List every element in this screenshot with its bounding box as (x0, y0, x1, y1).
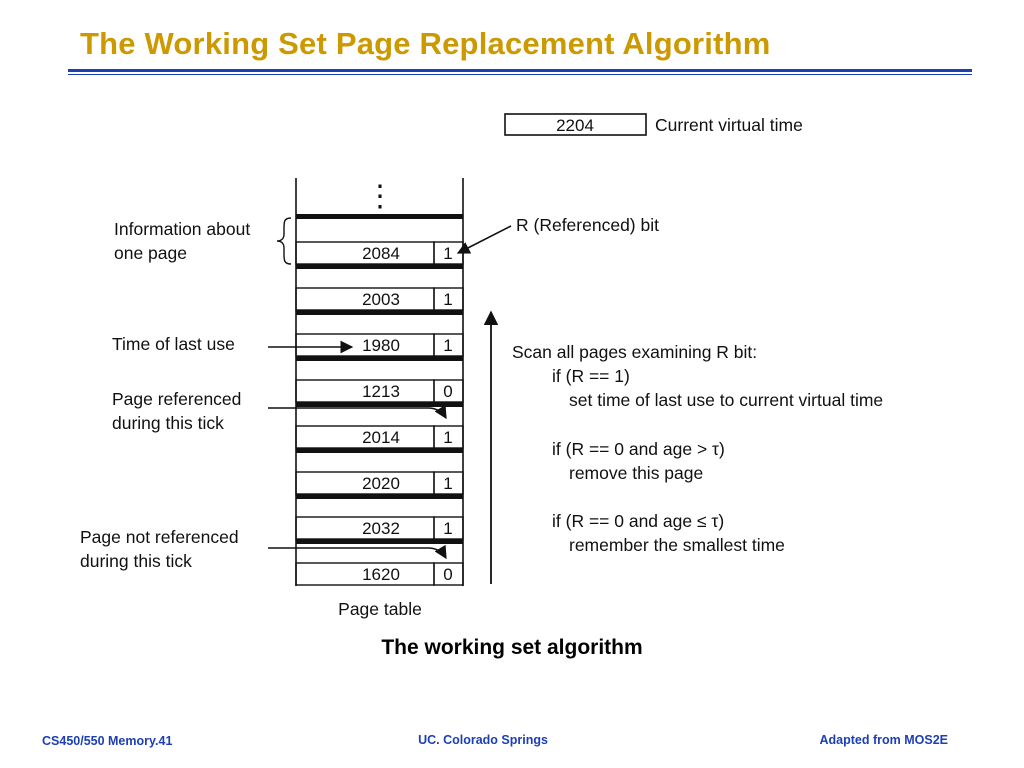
page-table-label: Page table (338, 599, 422, 619)
row-separator (296, 539, 463, 544)
row-r-value: 1 (443, 290, 452, 309)
row-separator (296, 494, 463, 499)
figure-caption: The working set algorithm (381, 636, 643, 659)
info-label-line1: Information about (114, 219, 250, 239)
slide-title: The Working Set Page Replacement Algorit… (80, 26, 771, 61)
scan-heading: Scan all pages examining R bit: (512, 342, 757, 362)
footer-source: Adapted from MOS2E (819, 733, 949, 747)
table-row: 1620 0 (295, 539, 464, 586)
row-time-value: 2014 (362, 428, 400, 447)
page-table-ellipsis: ⋮ (365, 180, 395, 213)
row-r-value: 1 (443, 519, 452, 538)
title-divider (68, 69, 972, 72)
row-r-cell (433, 562, 464, 586)
row-time-value: 2003 (362, 290, 400, 309)
current-time-value: 2204 (556, 116, 594, 135)
scan-action-2: remove this page (569, 463, 703, 483)
table-row: 2020 1 (295, 448, 464, 495)
page-table-rows: 2084 1 2003 1 1980 1 1213 0 (295, 214, 464, 586)
table-row: 1213 0 (295, 356, 464, 403)
page-referenced-label-line2: during this tick (112, 413, 224, 433)
brace-icon (276, 217, 292, 265)
row-separator (296, 310, 463, 315)
row-r-value: 1 (443, 336, 452, 355)
table-row: 2084 1 (295, 214, 464, 265)
scan-condition-3: if (R == 0 and age ≤ τ) (552, 511, 724, 531)
info-label-line2: one page (114, 243, 187, 263)
table-row: 2014 1 (295, 402, 464, 449)
table-row: 2032 1 (295, 494, 464, 540)
row-separator (296, 264, 463, 269)
row-time-value: 2020 (362, 474, 400, 493)
row-r-value: 0 (443, 565, 452, 584)
scan-action-3: remember the smallest time (569, 535, 785, 555)
current-time-box (504, 113, 647, 136)
row-time-value: 1620 (362, 565, 400, 584)
row-r-value: 0 (443, 382, 452, 401)
row-time-value: 2084 (362, 244, 400, 263)
row-time-value: 1213 (362, 382, 400, 401)
scan-action-1: set time of last use to current virtual … (569, 390, 883, 410)
page-referenced-label-line1: Page referenced (112, 389, 241, 409)
row-r-value: 1 (443, 428, 452, 447)
row-time-value: 1980 (362, 336, 400, 355)
page-not-referenced-arrow (268, 544, 447, 560)
row-separator (296, 448, 463, 453)
footer-course: CS450/550 Memory.41 (42, 734, 173, 748)
scan-condition-1: if (R == 1) (552, 366, 630, 386)
row-time-value: 2032 (362, 519, 400, 538)
table-row: 1980 1 (295, 310, 464, 357)
page-not-referenced-label-line2: during this tick (80, 551, 192, 571)
table-row: 2003 1 (295, 264, 464, 311)
page-not-referenced-label-line1: Page not referenced (80, 527, 239, 547)
row-separator (296, 356, 463, 361)
row-r-value: 1 (443, 244, 452, 263)
row-separator (296, 402, 463, 407)
r-bit-label: R (Referenced) bit (516, 215, 659, 235)
current-time-label: Current virtual time (655, 115, 803, 135)
footer-institution: UC. Colorado Springs (418, 733, 548, 747)
title-divider-thin (68, 74, 972, 75)
row-separator (296, 214, 463, 219)
row-r-value: 1 (443, 474, 452, 493)
page-referenced-arrow (268, 404, 447, 420)
r-bit-arrow (456, 225, 512, 254)
scan-condition-2: if (R == 0 and age > τ) (552, 439, 725, 459)
time-last-use-label: Time of last use (112, 334, 235, 354)
